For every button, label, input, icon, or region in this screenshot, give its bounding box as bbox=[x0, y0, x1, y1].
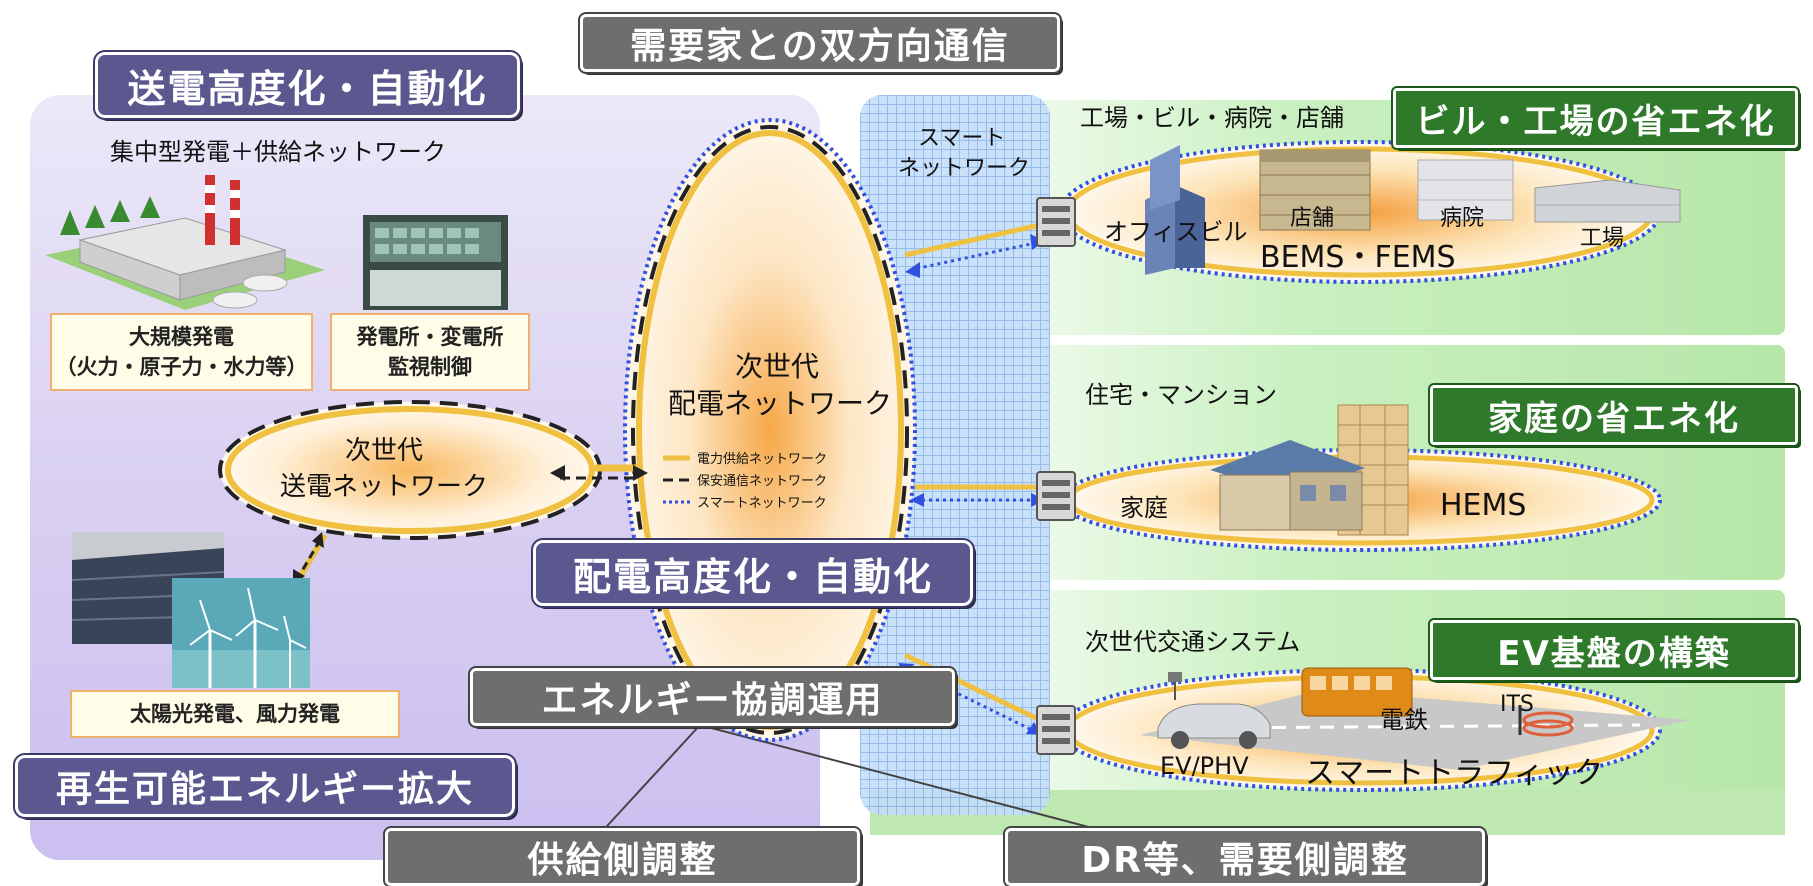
transmission-header: 送電高度化・自動化 bbox=[93, 50, 522, 120]
link-to-buildings bbox=[904, 222, 1045, 278]
office-building-icon bbox=[1145, 145, 1205, 275]
gateway-icon-homes bbox=[1036, 471, 1076, 521]
home-label: 家庭 bbox=[1120, 494, 1168, 522]
its-signal-icon bbox=[1518, 705, 1574, 737]
solar-wind-box: 太陽光発電、風力発電 bbox=[70, 690, 400, 738]
central-generation-label: 集中型発電＋供給ネットワーク bbox=[110, 138, 446, 166]
house-icon bbox=[1210, 440, 1365, 531]
control-room-image bbox=[363, 215, 508, 310]
shop-label: 店舗 bbox=[1290, 206, 1335, 231]
train-icon bbox=[1301, 667, 1413, 717]
its-label: ITS bbox=[1500, 692, 1534, 717]
gateway-icon-traffic bbox=[1036, 705, 1076, 755]
coordination-header: エネルギー協調運用 bbox=[468, 666, 957, 728]
legend-power-network: 電力供給ネットワーク bbox=[697, 452, 828, 467]
wind-turbine-image bbox=[172, 578, 310, 688]
distribution-network-label-1: 次世代 bbox=[735, 350, 820, 383]
distribution-network-label-2: 配電ネットワーク bbox=[668, 387, 893, 420]
smart-traffic-label: スマートトラフィック bbox=[1305, 756, 1604, 791]
legend-smart-network: スマートネットワーク bbox=[697, 496, 827, 511]
link-to-homes bbox=[910, 484, 1045, 507]
rail-label: 電鉄 bbox=[1380, 706, 1428, 734]
distribution-header: 配電高度化・自動化 bbox=[531, 538, 975, 608]
home-saving-header: 家庭の省エネ化 bbox=[1428, 383, 1800, 447]
buildings-category-label: 工場・ビル・病院・店舗 bbox=[1080, 104, 1344, 132]
renewable-header: 再生可能エネルギー拡大 bbox=[13, 753, 517, 819]
transmission-distribution-link bbox=[550, 464, 648, 481]
smart-network-label-1: スマート bbox=[918, 126, 1006, 151]
monitoring-control-box: 発電所・変電所 監視制御 bbox=[330, 313, 530, 391]
transmission-network-label-2: 送電ネットワーク bbox=[280, 472, 489, 502]
distribution-network-ellipse bbox=[623, 118, 917, 742]
hospital-building-icon bbox=[1417, 159, 1514, 221]
transmission-network-ellipse bbox=[218, 400, 602, 540]
traffic-category-label: 次世代交通システム bbox=[1085, 628, 1301, 656]
gateway-icon-buildings bbox=[1036, 197, 1076, 247]
office-label: オフィスビル bbox=[1104, 218, 1248, 246]
power-plant-icon bbox=[45, 175, 325, 310]
bems-fems-label: BEMS・FEMS bbox=[1260, 240, 1456, 275]
plug-icon bbox=[1168, 672, 1182, 700]
renewable-link bbox=[292, 532, 328, 587]
building-saving-header: ビル・工場の省エネ化 bbox=[1391, 86, 1800, 150]
hems-label: HEMS bbox=[1440, 488, 1527, 523]
coordination-to-demand-line bbox=[699, 724, 1101, 831]
hospital-label: 病院 bbox=[1440, 206, 1485, 231]
factory-building-icon bbox=[1534, 179, 1681, 223]
smart-network-label-2: ネットワーク bbox=[898, 156, 1031, 181]
supply-adjust-header: 供給側調整 bbox=[383, 826, 862, 886]
ev-infra-header: EV基盤の構築 bbox=[1428, 618, 1800, 682]
shop-building-icon bbox=[1259, 149, 1371, 231]
transmission-network-label-1: 次世代 bbox=[345, 436, 424, 466]
large-scale-generation-box: 大規模発電 （火力・原子力・水力等） bbox=[50, 313, 313, 391]
demand-adjust-header: DR等、需要側調整 bbox=[1003, 826, 1487, 886]
homes-category-label: 住宅・マンション bbox=[1085, 381, 1277, 409]
electric-car-icon bbox=[1157, 703, 1271, 749]
two-way-communication-header: 需要家との双方向通信 bbox=[578, 12, 1062, 74]
factory-label: 工場 bbox=[1580, 226, 1625, 251]
ev-phv-label: EV/PHV bbox=[1160, 752, 1249, 780]
legend-security-network: 保安通信ネットワーク bbox=[697, 474, 828, 489]
